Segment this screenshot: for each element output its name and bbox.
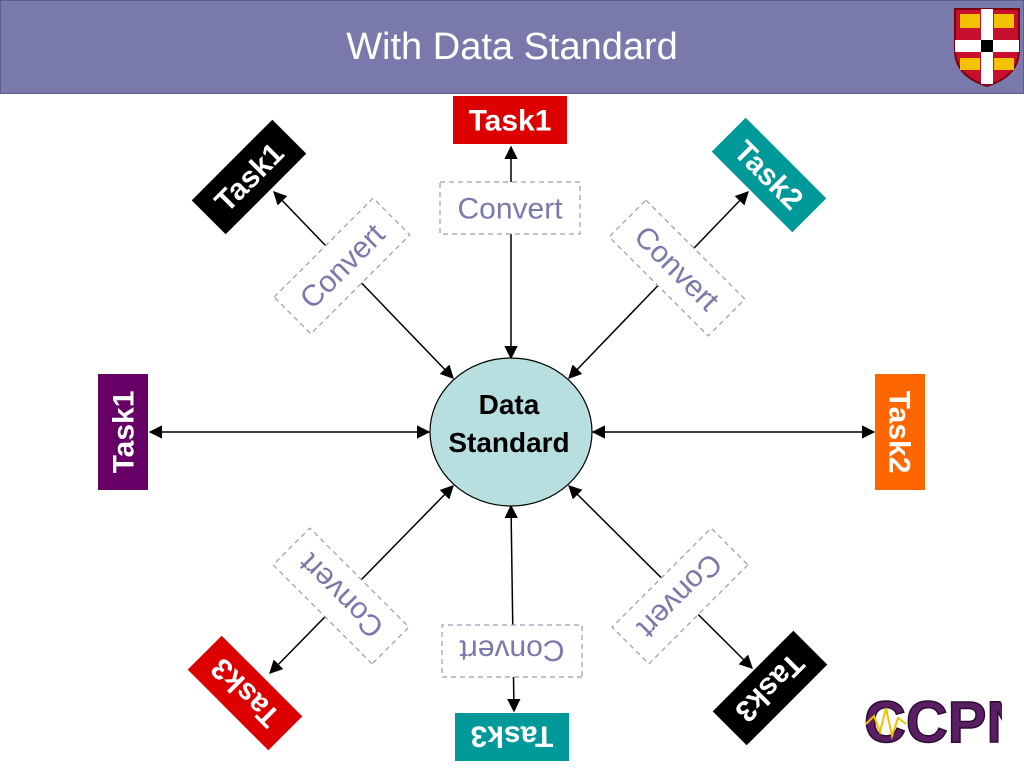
convert-label: Convert (457, 193, 563, 226)
task-label: Task3 (471, 720, 554, 753)
task-label: Task1 (108, 391, 141, 474)
task-box-right: Task2 (875, 374, 925, 490)
ccpn-logo-text: CCPN (864, 690, 1002, 750)
task-box-top: Task1 (453, 96, 567, 144)
task-box-fill (453, 96, 567, 144)
task-box-fill (712, 630, 828, 746)
ccpn-logo-icon: CCPN (863, 689, 1002, 750)
convert-box-top: Convert (439, 181, 581, 235)
task-box-left: Task1 (98, 374, 148, 490)
task-box-fill (711, 117, 827, 233)
data-standard-hub: Data Standard (429, 357, 593, 507)
hub-label-line2: Standard (448, 427, 569, 458)
task-label: Task1 (469, 105, 552, 138)
convert-box-bottom: Convert (441, 624, 583, 678)
task-box-fill (191, 119, 307, 235)
task-box-bottom: Task3 (455, 713, 569, 761)
task-box-upper-left: Task1 (191, 119, 307, 235)
task-box-fill (455, 713, 569, 761)
convert-box-lower-left: Convert (272, 527, 410, 665)
slide-header (0, 0, 1024, 94)
task-box-fill (98, 374, 148, 490)
task-box-lower-left: Task3 (187, 635, 303, 751)
hub-label-line1: Data (479, 389, 540, 420)
task-box-fill (875, 374, 925, 490)
task-box-lower-right: Task3 (712, 630, 828, 746)
slide-title: With Data Standard (346, 26, 678, 68)
arrow-bottom (504, 504, 521, 713)
arrow-upper-left (273, 191, 454, 379)
task-box-fill (187, 635, 303, 751)
arrow-lower-right (568, 485, 753, 669)
task-box-upper-right: Task2 (711, 117, 827, 233)
convert-label: Convert (459, 634, 565, 667)
university-crest-icon (954, 8, 1020, 88)
task-label: Task2 (883, 391, 916, 474)
convert-box-upper-left: Convert (273, 197, 411, 335)
